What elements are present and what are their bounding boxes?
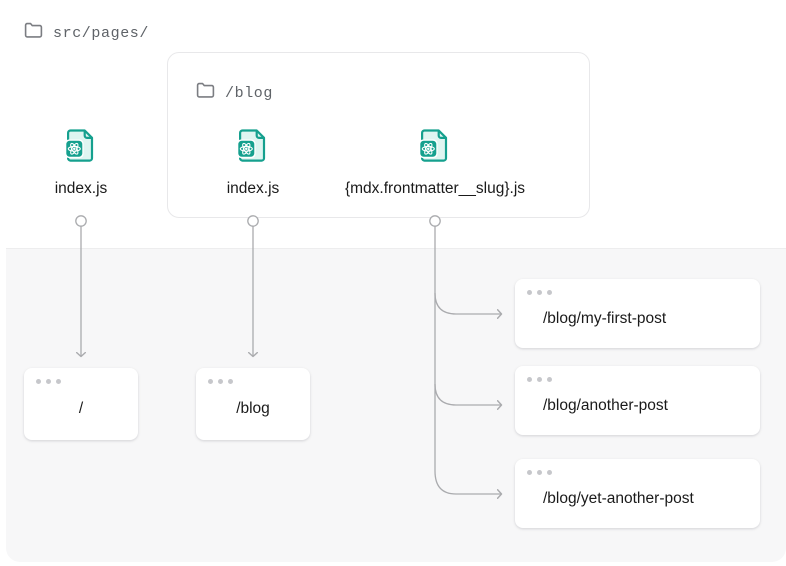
react-file-icon (229, 122, 277, 170)
window-dots-icon (527, 290, 552, 295)
window-dots-icon (36, 379, 61, 384)
window-dots-icon (527, 470, 552, 475)
folder-row-blog: /blog (196, 82, 273, 104)
file-node-blog-slug[interactable]: {mdx.frontmatter__slug}.js (315, 122, 555, 198)
file-node-root-index[interactable]: index.js (0, 122, 201, 198)
page-url: /blog/yet-another-post (543, 489, 694, 507)
window-dots-icon (527, 377, 552, 382)
page-url: / (78, 400, 84, 417)
folder-icon (24, 22, 43, 44)
folder-label: src/pages/ (53, 24, 150, 42)
browser-card-page-post-2[interactable]: /blog/another-post (515, 366, 760, 435)
browser-card-page-post-3[interactable]: /blog/yet-another-post (515, 459, 760, 528)
react-file-icon (57, 122, 105, 170)
folder-icon (196, 82, 215, 104)
react-file-icon (411, 122, 459, 170)
folder-row-src-pages: src/pages/ (24, 22, 149, 44)
page-url: /blog (236, 400, 270, 417)
page-url: /blog/another-post (543, 396, 668, 414)
browser-card-page-root[interactable]: / (24, 368, 138, 440)
file-label: index.js (54, 180, 108, 197)
file-label: {mdx.frontmatter__slug}.js (344, 180, 526, 197)
file-node-blog-index[interactable]: index.js (133, 122, 373, 198)
file-label: index.js (226, 180, 280, 197)
folder-label: /blog (225, 84, 274, 102)
browser-card-page-blog[interactable]: /blog (196, 368, 310, 440)
blog-group-panel (167, 52, 590, 218)
browser-card-page-post-1[interactable]: /blog/my-first-post (515, 279, 760, 348)
window-dots-icon (208, 379, 233, 384)
page-url: /blog/my-first-post (543, 309, 667, 327)
